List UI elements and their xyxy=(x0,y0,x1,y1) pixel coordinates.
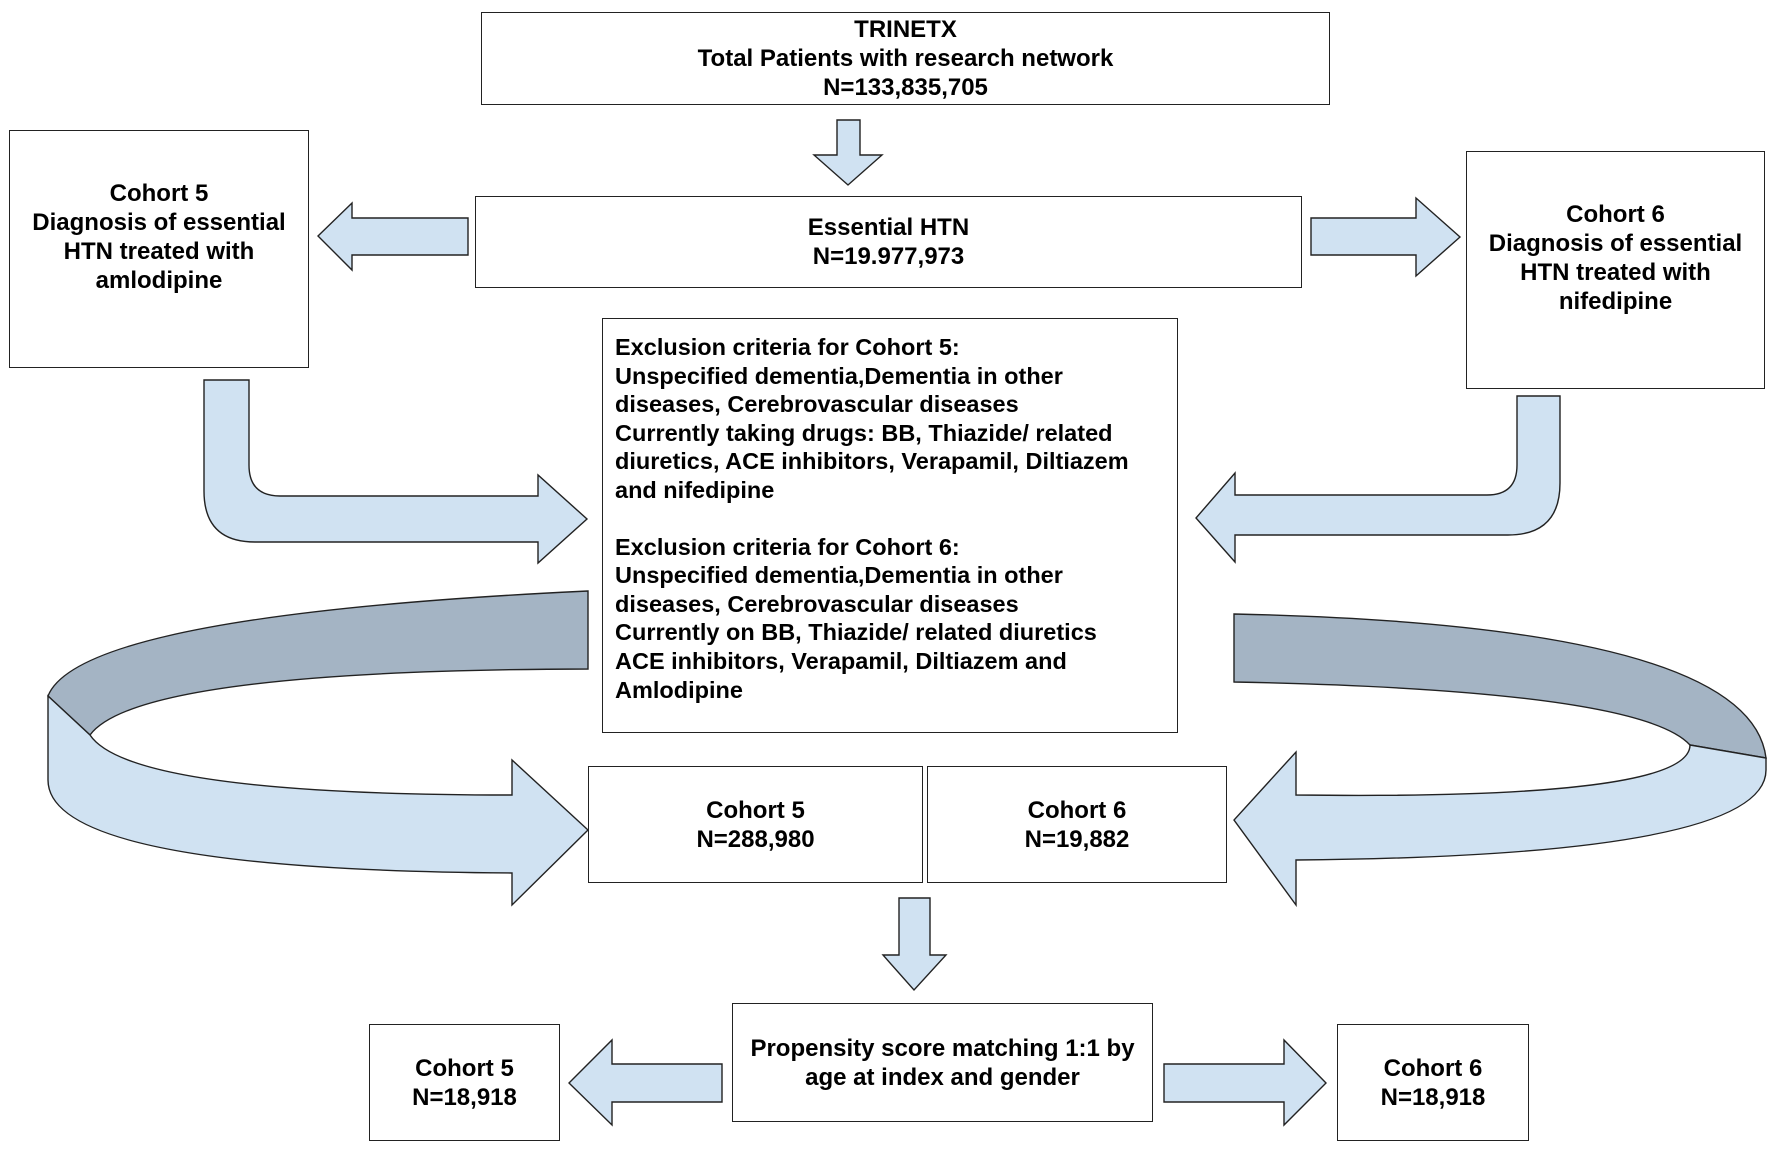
exclusion-cohort5-line: and nifedipine xyxy=(615,476,775,503)
cohort6-diagnosis-box: Cohort 6 Diagnosis of essential HTN trea… xyxy=(1466,151,1765,389)
cohort6-diagnosis-line2: Diagnosis of essential xyxy=(1488,230,1743,257)
cohort6-matched-value: N=18,918 xyxy=(1380,1083,1486,1111)
cohort6-diagnosis-line1: Cohort 6 xyxy=(1566,201,1665,228)
arrow-right-psm-to-cohort6 xyxy=(1163,1038,1327,1127)
exclusion-cohort5-line: Currently taking drugs: BB, Thiazide/ re… xyxy=(615,419,1113,446)
cohort6-matched-title: Cohort 6 xyxy=(1383,1054,1483,1082)
exclusion-cohort6-line: ACE inhibitors, Verapamil, Diltiazem and xyxy=(615,647,1067,674)
cohort5-diagnosis-line2: Diagnosis of essential xyxy=(32,209,286,236)
cohort5-matched-title: Cohort 5 xyxy=(415,1054,514,1082)
arrow-down-counts-to-psm xyxy=(881,897,948,992)
essential-htn-title: Essential HTN xyxy=(807,214,970,241)
trinetx-subtitle: Total Patients with research network xyxy=(697,45,1114,72)
cohort5-diagnosis-line1: Cohort 5 xyxy=(109,180,209,207)
exclusion-cohort6-heading: Exclusion criteria for Cohort 6: xyxy=(615,533,960,560)
arrow-right-htn-to-cohort6 xyxy=(1310,196,1462,278)
ribbon-left-back xyxy=(47,590,589,737)
exclusion-cohort5-line: diuretics, ACE inhibitors, Verapamil, Di… xyxy=(615,448,1129,475)
arrow-left-psm-to-cohort5 xyxy=(568,1038,723,1127)
cohort5-matched-value: N=18,918 xyxy=(412,1083,517,1111)
exclusion-criteria-box: Exclusion criteria for Cohort 5: Unspeci… xyxy=(602,318,1178,733)
trinetx-title: TRINETX xyxy=(854,16,957,43)
exclusion-cohort5-heading: Exclusion criteria for Cohort 5: xyxy=(615,334,960,360)
cohort5-count-value: N=288,980 xyxy=(696,825,815,853)
ribbon-left-front xyxy=(47,694,590,907)
exclusion-spacer xyxy=(615,505,1167,533)
exclusion-cohort5-line: Unspecified dementia,Dementia in other xyxy=(615,362,1063,389)
exclusion-cohort6-line: Unspecified dementia,Dementia in other xyxy=(615,562,1063,589)
cohort5-diagnosis-line3: HTN treated with xyxy=(63,238,255,265)
cohort6-count-value: N=19,882 xyxy=(1024,825,1130,853)
arrow-down-trinetx-to-htn xyxy=(812,119,884,186)
cohort5-diagnosis-line4: amlodipine xyxy=(95,267,223,294)
cohort6-count-title: Cohort 6 xyxy=(1027,796,1127,824)
propensity-matching-line2: age at index and gender xyxy=(805,1063,1080,1091)
trinetx-box: TRINETX Total Patients with research net… xyxy=(481,12,1330,105)
essential-htn-box: Essential HTN N=19.977,973 xyxy=(475,196,1302,288)
exclusion-cohort6-line: diseases, Cerebrovascular diseases xyxy=(615,590,1019,617)
cohort6-count-box: Cohort 6 N=19,882 xyxy=(927,766,1227,883)
ribbon-right-back xyxy=(1233,613,1767,759)
cohort5-matched-box: Cohort 5 N=18,918 xyxy=(369,1024,560,1141)
ribbon-right-front xyxy=(1233,744,1767,908)
trinetx-count: N=133,835,705 xyxy=(823,74,988,101)
cohort6-diagnosis-line4: nifedipine xyxy=(1558,288,1673,315)
cohort5-count-box: Cohort 5 N=288,980 xyxy=(588,766,923,883)
arrow-curve-cohort5-to-exclusion xyxy=(203,379,589,565)
essential-htn-count: N=19.977,973 xyxy=(812,243,965,270)
exclusion-cohort6-line: Currently on BB, Thiazide/ related diure… xyxy=(615,619,1097,646)
arrow-curve-cohort6-to-exclusion xyxy=(1195,395,1561,564)
exclusion-cohort6-line: Amlodipine xyxy=(615,676,743,703)
propensity-matching-box: Propensity score matching 1:1 by age at … xyxy=(732,1003,1153,1122)
cohort5-count-title: Cohort 5 xyxy=(706,796,805,824)
propensity-matching-line1: Propensity score matching 1:1 by xyxy=(750,1034,1135,1062)
cohort5-diagnosis-box: Cohort 5 Diagnosis of essential HTN trea… xyxy=(9,130,309,368)
exclusion-cohort5-line: diseases, Cerebrovascular diseases xyxy=(615,391,1019,418)
arrow-left-htn-to-cohort5 xyxy=(317,201,469,272)
cohort6-diagnosis-line3: HTN treated with xyxy=(1520,259,1711,286)
cohort6-matched-box: Cohort 6 N=18,918 xyxy=(1337,1024,1529,1141)
